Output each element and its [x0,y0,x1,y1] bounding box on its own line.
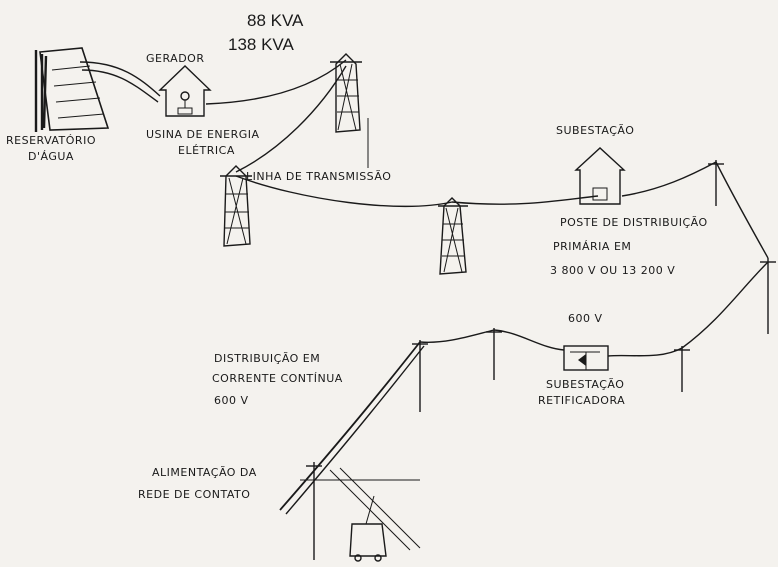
water-reservoir [36,48,160,132]
dc-distribution-label-line3: 600 V [214,394,249,407]
rectifier-substation [564,346,608,370]
reservoir-label-line1: RESERVATÓRIO [6,134,96,147]
substation-building [576,148,624,204]
transmission-tower-1 [330,54,362,132]
generator-house [160,66,210,116]
rectifier-voltage-label: 600 V [568,312,603,325]
generator-label: GERADOR [146,52,204,65]
contact-feed-label-line1: ALIMENTAÇÃO DA [152,466,257,479]
dc-distribution-label-line1: DISTRIBUIÇÃO EM [214,352,320,365]
power-rating-138: 138 KVA [228,35,295,54]
distribution-pole-label-line3: 3 800 V OU 13 200 V [550,264,675,277]
transmission-tower-3 [438,198,468,274]
distribution-pole-label-line1: POSTE DE DISTRIBUIÇÃO [560,216,708,229]
substation-label: SUBESTAÇÃO [556,124,634,137]
transmission-line-label: LINHA DE TRANSMISSÃO [246,170,391,183]
distribution-pole-label-line2: PRIMÁRIA EM [553,240,631,253]
rectifier-label-line2: RETIFICADORA [538,394,625,407]
power-plant-label-line2: ELÉTRICA [178,144,235,157]
dc-distribution-label-line2: CORRENTE CONTÍNUA [212,372,343,385]
contact-feed-label-line2: REDE DE CONTATO [138,488,250,501]
power-rating-88: 88 KVA [247,11,304,30]
reservoir-label-line2: D'ÁGUA [28,150,74,163]
transmission-lines [206,60,598,206]
primary-distribution-pole [622,160,776,334]
rectifier-label-line1: SUBESTAÇÃO [546,378,624,391]
power-plant-label-line1: USINA DE ENERGIA [146,128,260,141]
